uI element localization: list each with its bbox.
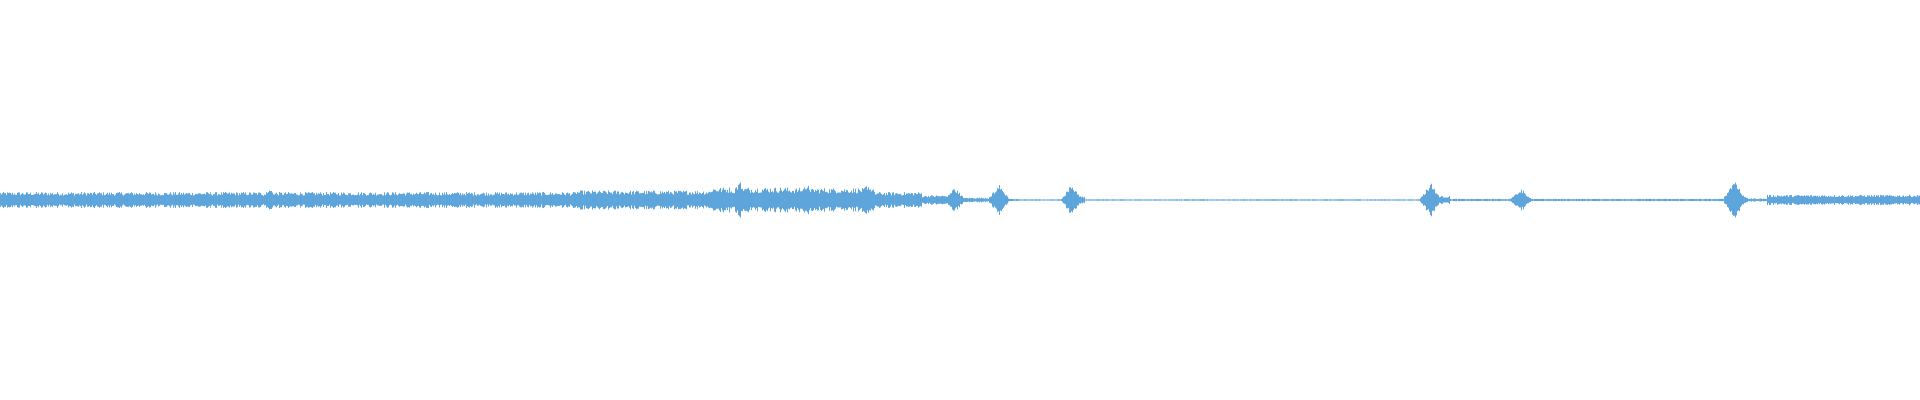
waveform-bars xyxy=(0,182,1920,218)
waveform-path xyxy=(0,182,1920,218)
